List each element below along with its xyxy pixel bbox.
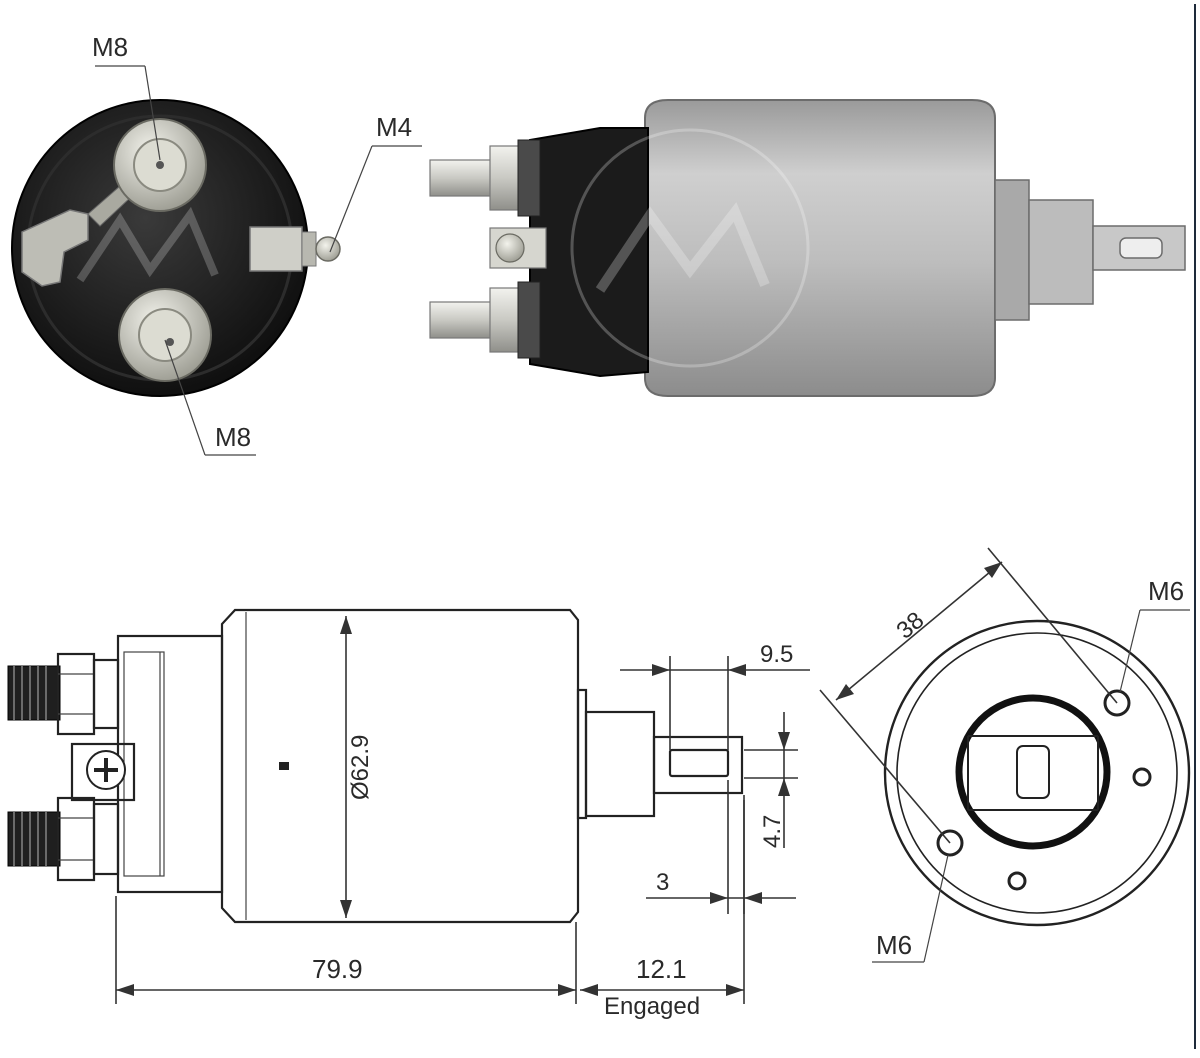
side-watermark-logo	[570, 128, 810, 368]
dim-label-engaged: Engaged	[604, 993, 700, 1020]
side-view-photo	[429, 99, 1186, 397]
dim-label-hole-spacing: 38	[892, 607, 930, 645]
dim-label-tab-length: 9.5	[760, 641, 793, 668]
bottom-stud-bolt	[118, 288, 212, 382]
top-stud-bolt	[113, 118, 207, 212]
dim-label-diameter: Ø62.9	[347, 735, 374, 800]
dim-label-length: 79.9	[312, 954, 363, 984]
dim-tab-hole: 3	[646, 780, 796, 914]
leader-m8-top	[144, 65, 161, 161]
dim-label-tab-hole: 3	[656, 869, 669, 896]
dim-overall-length: 79.9	[115, 896, 577, 1004]
end-view-photo	[11, 99, 341, 397]
leader-m6-top	[1119, 609, 1141, 693]
watermark-logo	[76, 206, 219, 283]
dim-label-travel: 12.1	[636, 954, 687, 984]
small-terminal	[249, 226, 341, 272]
label-m4: M4	[376, 112, 412, 142]
dim-body-diameter: Ø62.9	[340, 616, 374, 918]
dim-tab-length: 9.5	[620, 641, 810, 750]
label-m8-bottom: M8	[215, 422, 251, 452]
image-border	[1194, 4, 1196, 1049]
dim-label-tab-width: 4.7	[759, 815, 786, 848]
rear-view-drawing	[883, 619, 1191, 927]
label-m6-bottom: M6	[876, 930, 912, 960]
dim-plunger-travel: 12.1 Engaged	[580, 795, 745, 1020]
leader-m8-bottom	[164, 339, 206, 456]
side-top-stud	[429, 139, 541, 217]
leader-m6-bottom	[923, 854, 949, 963]
side-small-terminal	[489, 227, 547, 269]
leader-m4	[329, 145, 373, 253]
side-elevation-drawing	[7, 608, 744, 924]
label-m8-top: M8	[92, 32, 128, 62]
label-m6-top: M6	[1148, 576, 1184, 606]
dim-tab-width: 4.7	[744, 712, 798, 848]
side-bottom-stud	[429, 281, 541, 359]
